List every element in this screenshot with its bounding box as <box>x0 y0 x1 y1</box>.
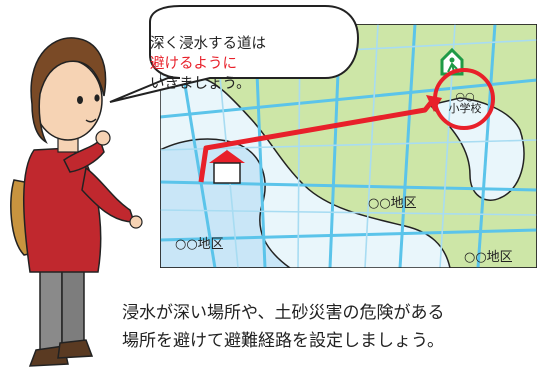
speech-line-2-highlight: 避けるように <box>150 56 237 72</box>
speech-bubble-text: 深く浸水する道は 避けるように いきましょう。 <box>150 34 340 94</box>
district-label-center: ○○地区 <box>368 196 417 211</box>
school-highlight-circle <box>433 68 495 130</box>
speech-bubble <box>109 5 360 103</box>
caption-text: 浸水が深い場所や、土砂災害の危険がある 場所を避けて避難経路を設定しましょう。 <box>122 299 537 355</box>
district-label-left: ○○地区 <box>175 237 224 252</box>
speech-line-1: 深く浸水する道は <box>150 36 266 52</box>
evacuation-shelter-icon <box>440 47 464 76</box>
woman-character <box>10 37 143 367</box>
school-label: ○○ 小学校 <box>437 91 493 115</box>
house-icon <box>209 150 245 184</box>
caption-line-1: 浸水が深い場所や、土砂災害の危険がある <box>122 303 445 323</box>
school-label-top: ○○ <box>455 90 475 103</box>
caption-line-2: 場所を避けて避難経路を設定しましょう。 <box>122 331 444 351</box>
district-label-right: ○○地区 <box>464 250 513 265</box>
flood-zone <box>160 138 292 268</box>
school-label-bottom: 小学校 <box>448 102 482 115</box>
evacuation-route <box>198 98 435 183</box>
speech-line-3: いきましょう。 <box>150 76 251 92</box>
